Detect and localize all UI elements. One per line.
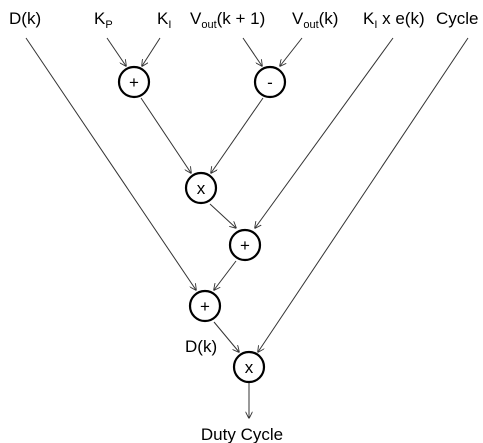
edge-mul-to-add-error [209, 203, 236, 228]
input-labels: D(k) KP KI Vout(k + 1) Vout(k) KI x e(k)… [9, 9, 479, 31]
ki-error-rest: x e(k) [377, 9, 424, 28]
edge-kp-to-add-gains [106, 37, 126, 66]
vout-next-subscript: out [201, 19, 216, 31]
intermediate-d-k-label: D(k) [185, 337, 217, 356]
input-vout: Vout(k) [292, 9, 338, 31]
node-add-dk-symbol: + [200, 297, 210, 316]
edge-add-gains-to-mul [140, 97, 191, 173]
edge-sub-to-mul [211, 97, 264, 173]
ki-error-subscript: I [374, 19, 377, 31]
kp-base: K [94, 9, 106, 28]
input-d-k: D(k) [9, 9, 41, 28]
vout-base: V [292, 9, 304, 28]
edges [25, 37, 469, 418]
edge-dk-to-add-dk [25, 37, 196, 290]
node-sub-vout-symbol: - [267, 73, 273, 92]
edge-vout-next-to-sub [242, 37, 262, 66]
input-kp: KP [94, 9, 113, 31]
edge-vout-to-sub [280, 37, 303, 66]
node-mul-cycle: x [232, 350, 266, 384]
node-add-error-symbol: + [240, 236, 250, 255]
node-mul-main-symbol: x [197, 179, 206, 198]
input-vout-next: Vout(k + 1) [190, 9, 265, 31]
edge-ki-error-to-add-error [255, 37, 394, 228]
operator-nodes: + - x + + x [117, 65, 287, 384]
vout-arg: (k) [319, 9, 339, 28]
edge-cycle-to-mul-cycle [258, 37, 469, 352]
edge-add-dk-to-mul-cycle [213, 321, 239, 352]
ki-error-base: K [363, 9, 375, 28]
input-ki-error: KI x e(k) [363, 9, 425, 31]
node-sub-vout: - [253, 65, 287, 99]
node-mul-main: x [184, 171, 218, 205]
input-cycle: Cycle [436, 9, 479, 28]
node-add-gains: + [117, 65, 151, 99]
vout-subscript: out [303, 19, 318, 31]
vout-next-arg: (k + 1) [217, 9, 266, 28]
node-add-error: + [228, 228, 262, 262]
node-add-dk: + [188, 289, 222, 323]
input-ki: KI [157, 9, 171, 31]
node-mul-cycle-symbol: x [245, 358, 254, 377]
vout-next-base: V [190, 9, 202, 28]
edge-add-error-to-add-dk [214, 260, 237, 290]
node-add-gains-symbol: + [129, 73, 139, 92]
kp-subscript: P [105, 19, 112, 31]
ki-subscript: I [168, 19, 171, 31]
output-label: Duty Cycle [201, 425, 283, 443]
edge-ki-to-add-gains [142, 37, 161, 66]
ki-base: K [157, 9, 169, 28]
